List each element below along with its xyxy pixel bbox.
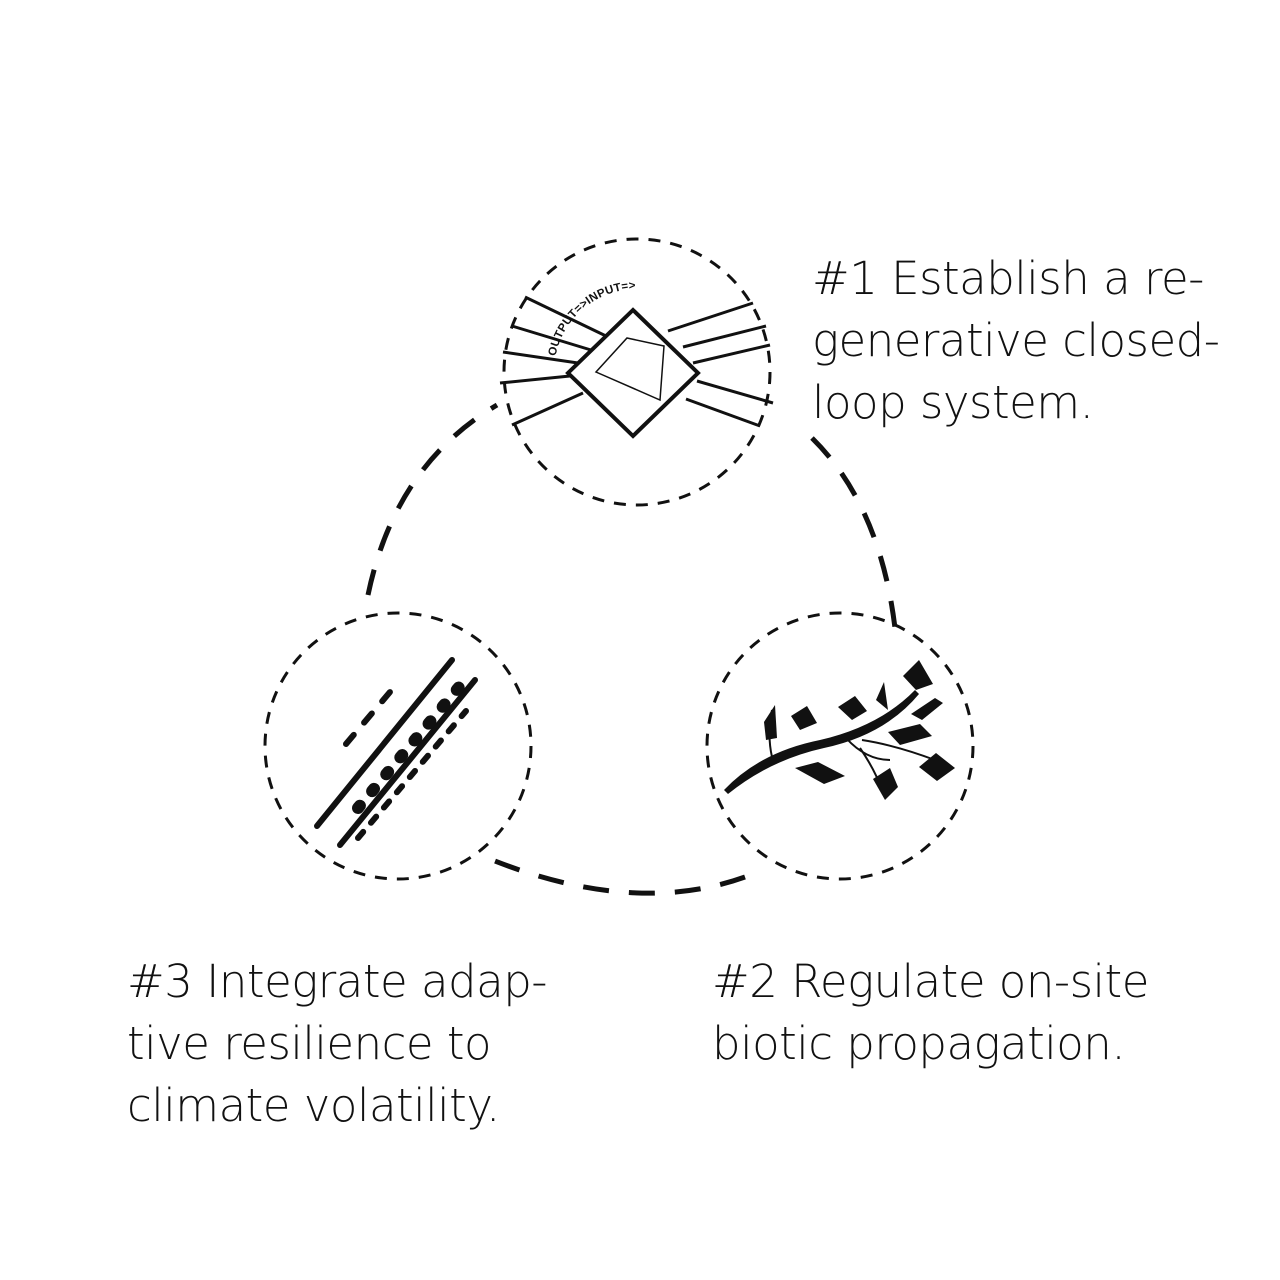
leaf: [795, 762, 845, 784]
step-3-line-3: climate volatility.: [127, 1079, 500, 1132]
leaf: [873, 768, 898, 800]
cycle-connector-arcs: [365, 402, 898, 896]
arc-2-to-3: [479, 852, 746, 896]
inner-square: [594, 337, 665, 402]
leaf: [791, 706, 817, 730]
arc-3-to-1: [365, 402, 499, 596]
step-1-line-2: generative closed-: [812, 314, 1220, 367]
step-3-line-1: #3 Integrate adap-: [127, 955, 548, 1008]
node-1-dashed-circle: [502, 237, 772, 507]
closed-loop-diamond-icon: [499, 295, 774, 439]
node-3-dashed-circle: [263, 611, 533, 881]
leaf: [903, 660, 933, 690]
step-1-line-3: loop system.: [812, 376, 1094, 429]
outer-diamond: [565, 307, 701, 439]
step-1-label: #1 Establish a re- generative closed- lo…: [812, 248, 1220, 434]
node-1-closed-loop: OUTPUT=>INPUT=>NARATIVE=>PROCESS=>KNOWLE…: [0, 0, 774, 507]
leaf: [764, 705, 777, 740]
branch-leaves-icon: [724, 660, 955, 800]
leaf: [911, 698, 943, 720]
step-2-line-1: #2 Regulate on-site: [712, 955, 1149, 1008]
node-2-biotic: [705, 611, 975, 881]
step-1-line-1: #1 Establish a re-: [812, 252, 1204, 305]
step-2-label: #2 Regulate on-site biotic propagation.: [712, 951, 1149, 1075]
step-3-line-2: tive resilience to: [127, 1017, 492, 1070]
leaf: [888, 724, 932, 745]
node-2-dashed-circle: [705, 611, 975, 881]
rain-lines-icon: [314, 657, 478, 848]
branch-stem: [724, 690, 919, 794]
node-3-resilience: [263, 611, 533, 881]
leaf: [876, 682, 888, 710]
step-3-label: #3 Integrate adap- tive resilience to cl…: [127, 951, 548, 1137]
arc-1-to-2: [810, 436, 898, 629]
leaf: [838, 696, 867, 720]
step-2-line-2: biotic propagation.: [712, 1017, 1126, 1070]
leaf: [919, 753, 955, 781]
